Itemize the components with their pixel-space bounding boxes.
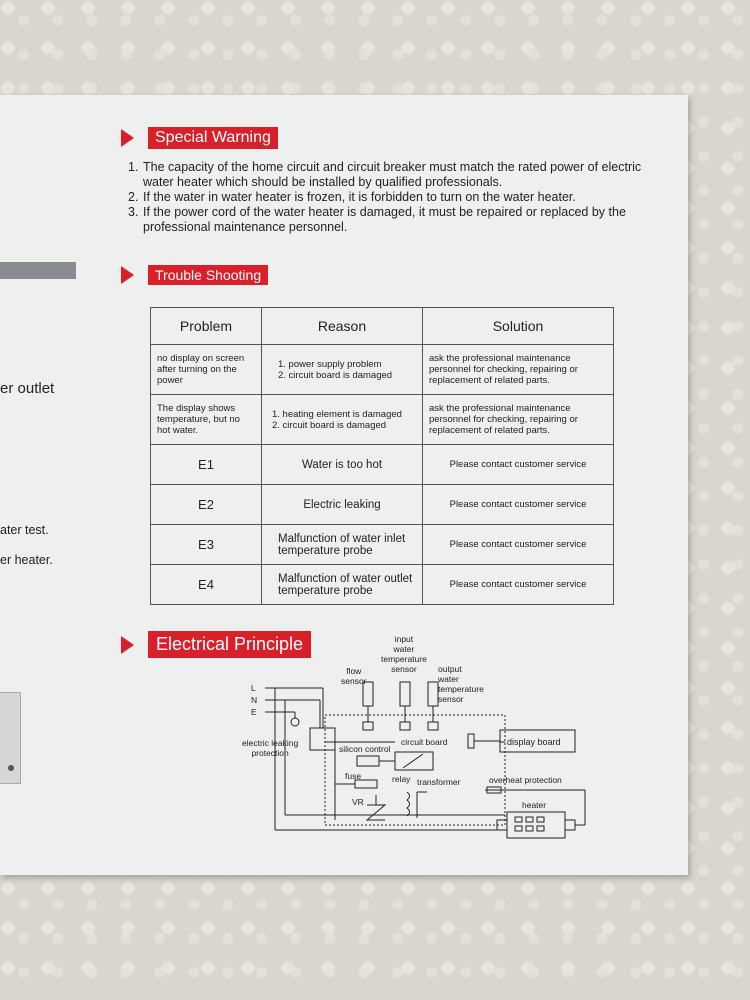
cell-solution: ask the professional maintenance personn…: [422, 394, 614, 445]
label-leak-protection: electric leaking protection: [242, 738, 299, 758]
cell-problem: E3: [150, 524, 262, 565]
label-display-board: display board: [507, 737, 561, 747]
header-solution: Solution: [422, 307, 614, 345]
cell-problem: E2: [150, 484, 262, 525]
table-row: E4 Malfunction of water outlet temperatu…: [150, 564, 614, 605]
cell-problem: E4: [150, 564, 262, 605]
warning-item: 3. If the power cord of the water heater…: [128, 205, 668, 235]
red-arrow-icon: [121, 129, 134, 147]
cell-reason: 1. heating element is damaged 2. circuit…: [261, 394, 423, 445]
warning-number: 3.: [128, 205, 139, 219]
label-relay: relay: [392, 774, 411, 784]
cell-problem: E1: [150, 444, 262, 485]
cell-reason: Malfunction of water inlet temperature p…: [261, 524, 423, 565]
label-vr: VR: [352, 797, 364, 807]
electrical-principle-title: Electrical Principle: [148, 631, 312, 658]
device-image-fragment: [0, 692, 21, 784]
table-row: no display on screen after turning on th…: [150, 344, 614, 395]
special-warning-title: Special Warning: [148, 127, 278, 149]
cell-reason: Water is too hot: [261, 444, 423, 485]
cell-solution: Please contact customer service: [422, 524, 614, 565]
electrical-principle-header: Electrical Principle: [121, 631, 312, 658]
label-heater: heater: [522, 800, 547, 810]
header-problem: Problem: [150, 307, 262, 345]
warning-number: 2.: [128, 190, 139, 204]
label-circuit-board: circuit board: [401, 737, 448, 747]
cell-problem: no display on screen after turning on th…: [150, 344, 262, 395]
special-warning-header: Special Warning: [121, 127, 278, 149]
special-warning-list: 1. The capacity of the home circuit and …: [128, 160, 668, 235]
red-arrow-icon: [121, 266, 134, 284]
label-transformer: transformer: [417, 777, 461, 787]
label-e: E: [251, 707, 257, 717]
warning-item: 1. The capacity of the home circuit and …: [128, 160, 668, 190]
trouble-shooting-header: Trouble Shooting: [121, 265, 269, 285]
cell-solution: ask the professional maintenance personn…: [422, 344, 614, 395]
label-output-sensor: output water temperature sensor: [438, 664, 484, 704]
left-text-fragment-1: er outlet: [0, 380, 55, 397]
warning-number: 1.: [128, 160, 139, 174]
table-row: E3 Malfunction of water inlet temperatur…: [150, 524, 614, 565]
cell-problem: The display shows temperature, but no ho…: [150, 394, 262, 445]
trouble-shooting-table: Problem Reason Solution no display on sc…: [150, 307, 614, 605]
cell-solution: Please contact customer service: [422, 564, 614, 605]
electrical-diagram: flow sensor input water temperature sens…: [235, 630, 605, 845]
label-input-sensor: input water temperature sensor: [381, 634, 427, 674]
table-header-row: Problem Reason Solution: [150, 307, 614, 345]
warning-text: If the water in water heater is frozen, …: [143, 190, 576, 204]
cell-solution: Please contact customer service: [422, 444, 614, 485]
device-dot: [8, 765, 14, 771]
label-fuse: fuse: [345, 771, 362, 781]
table-row: The display shows temperature, but no ho…: [150, 394, 614, 445]
cell-reason: Malfunction of water outlet temperature …: [261, 564, 423, 605]
red-arrow-icon: [121, 635, 134, 654]
label-l: L: [251, 683, 256, 693]
label-overheat-protection: overheat protection: [489, 775, 562, 785]
cell-reason: Electric leaking: [261, 484, 423, 525]
wiring-diagram-svg: [265, 681, 586, 839]
cell-solution: Please contact customer service: [422, 484, 614, 525]
gray-bar-fragment: [0, 262, 76, 279]
cell-reason: 1. power supply problem 2. circuit board…: [261, 344, 423, 395]
header-reason: Reason: [261, 307, 423, 345]
warning-item: 2. If the water in water heater is froze…: [128, 190, 668, 205]
left-text-fragment-2: ater test.: [0, 523, 49, 537]
label-flow-sensor: flow sensor: [341, 666, 367, 686]
label-n: N: [251, 695, 258, 705]
warning-text: The capacity of the home circuit and cir…: [143, 160, 642, 189]
label-silicon-control: silicon control: [339, 744, 391, 754]
warning-text: If the power cord of the water heater is…: [143, 205, 626, 234]
table-row: E2 Electric leaking Please contact custo…: [150, 484, 614, 525]
left-text-fragment-3: er heater.: [0, 553, 53, 567]
trouble-shooting-title: Trouble Shooting: [148, 265, 269, 285]
table-row: E1 Water is too hot Please contact custo…: [150, 444, 614, 485]
